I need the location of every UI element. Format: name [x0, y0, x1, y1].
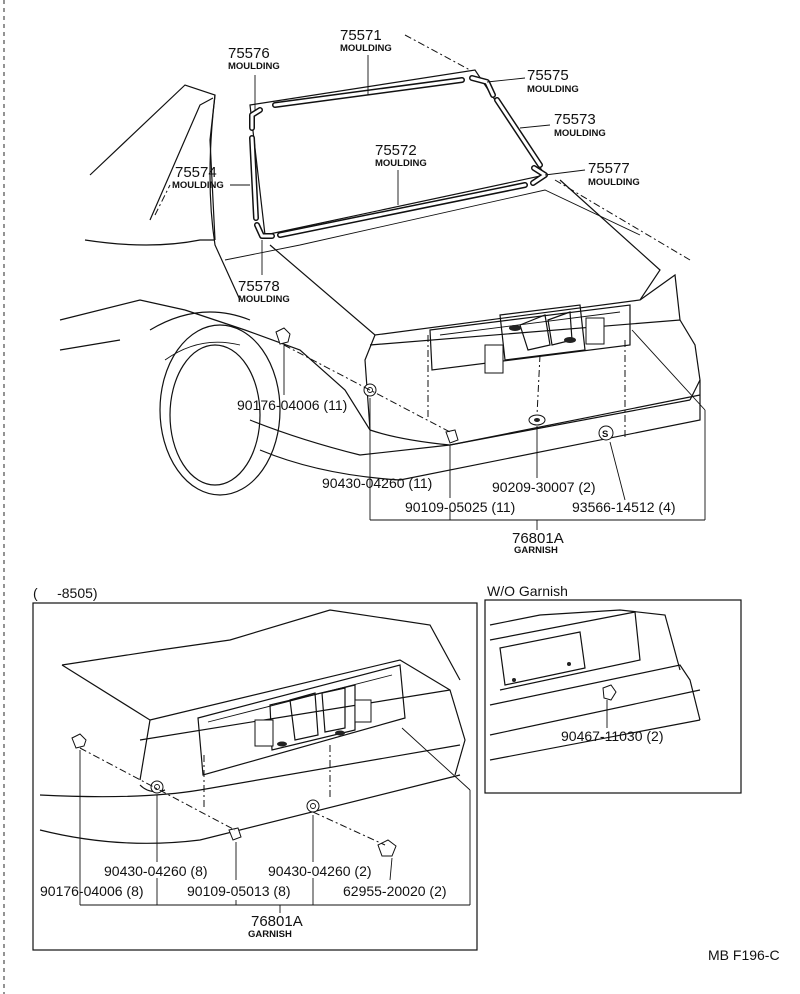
moulding-75578-number: 75578 — [238, 278, 280, 295]
garnish-number: 76801A — [512, 530, 564, 547]
inset-part-90109-05013: 90109-05013 (8) — [187, 883, 291, 899]
inset-garnish-name: GARNISH — [248, 929, 292, 940]
moulding-75572-number: 75572 — [375, 142, 417, 159]
inset-right-header: W/O Garnish — [487, 583, 568, 599]
moulding-75574-number: 75574 — [175, 164, 217, 181]
inset-part-90430-04260-2: 90430-04260 (2) — [268, 863, 372, 879]
part-90430-04260: 90430-04260 (11) — [322, 475, 432, 491]
nut-icon — [228, 827, 242, 841]
clip-icon — [275, 327, 291, 345]
inset-right-frame — [484, 599, 742, 794]
part-90109-05025: 90109-05025 (11) — [405, 499, 515, 515]
inset-right-fasteners — [602, 684, 617, 728]
figure-code: MB F196-C — [708, 947, 780, 963]
moulding-leaders — [154, 34, 691, 275]
inset-left-leaders — [79, 727, 471, 913]
inset-part-90430-04260-8: 90430-04260 (8) — [104, 863, 208, 879]
part-90176-04006: 90176-04006 (11) — [237, 397, 347, 413]
moulding-75575-name: MOULDING — [527, 84, 579, 95]
moulding-75578-name: MOULDING — [238, 294, 290, 305]
inset-garnish-number: 76801A — [251, 913, 303, 930]
moulding-75577-name: MOULDING — [588, 177, 640, 188]
inset-part-62955-20020: 62955-20020 (2) — [343, 883, 447, 899]
moulding-75573-name: MOULDING — [554, 128, 606, 139]
moulding-75576-name: MOULDING — [228, 61, 280, 72]
garnish-name: GARNISH — [514, 545, 558, 556]
inset-left-header: ( -8505) — [33, 585, 98, 601]
moulding-75571-number: 75571 — [340, 27, 382, 44]
moulding-75572-name: MOULDING — [375, 158, 427, 169]
moulding-75575-number: 75575 — [527, 67, 569, 84]
inset-left-frame — [32, 602, 478, 951]
part-93566-14512: 93566-14512 (4) — [572, 499, 676, 515]
clip-icon — [71, 733, 87, 749]
clip-nut-icon — [377, 839, 397, 857]
grommet-icon — [363, 383, 377, 397]
moulding-75576-number: 75576 — [228, 45, 270, 62]
moulding-75571-name: MOULDING — [340, 43, 392, 54]
moulding-75577-number: 75577 — [588, 160, 630, 177]
grommet-icon — [306, 799, 320, 813]
nut-icon — [445, 429, 459, 444]
inset-right-car — [489, 609, 701, 761]
car-rear-view — [59, 69, 701, 496]
inset-right-part-90467-11030: 90467-11030 (2) — [561, 728, 663, 744]
screw-s-icon — [598, 425, 614, 441]
part-90209-30007: 90209-30007 (2) — [492, 479, 596, 495]
screw-symbol: S — [602, 429, 608, 440]
clip-nut-icon — [602, 684, 617, 701]
moulding-labels: 75571 MOULDING 75576 MOULDING 75575 MOUL… — [172, 27, 640, 305]
top-fasteners: S — [275, 327, 614, 444]
top-leaders — [283, 329, 706, 530]
inset-left-fasteners — [71, 733, 397, 857]
moulding-75573-number: 75573 — [554, 111, 596, 128]
inset-left-car — [39, 609, 466, 844]
inset-left-labels: 90430-04260 (8) 90430-04260 (2) 90176-04… — [40, 863, 447, 940]
top-part-labels: 90176-04006 (11) 90430-04260 (11) 90209-… — [237, 397, 676, 556]
inset-part-90176-04006: 90176-04006 (8) — [40, 883, 144, 899]
moulding-75574-name: MOULDING — [172, 180, 224, 191]
